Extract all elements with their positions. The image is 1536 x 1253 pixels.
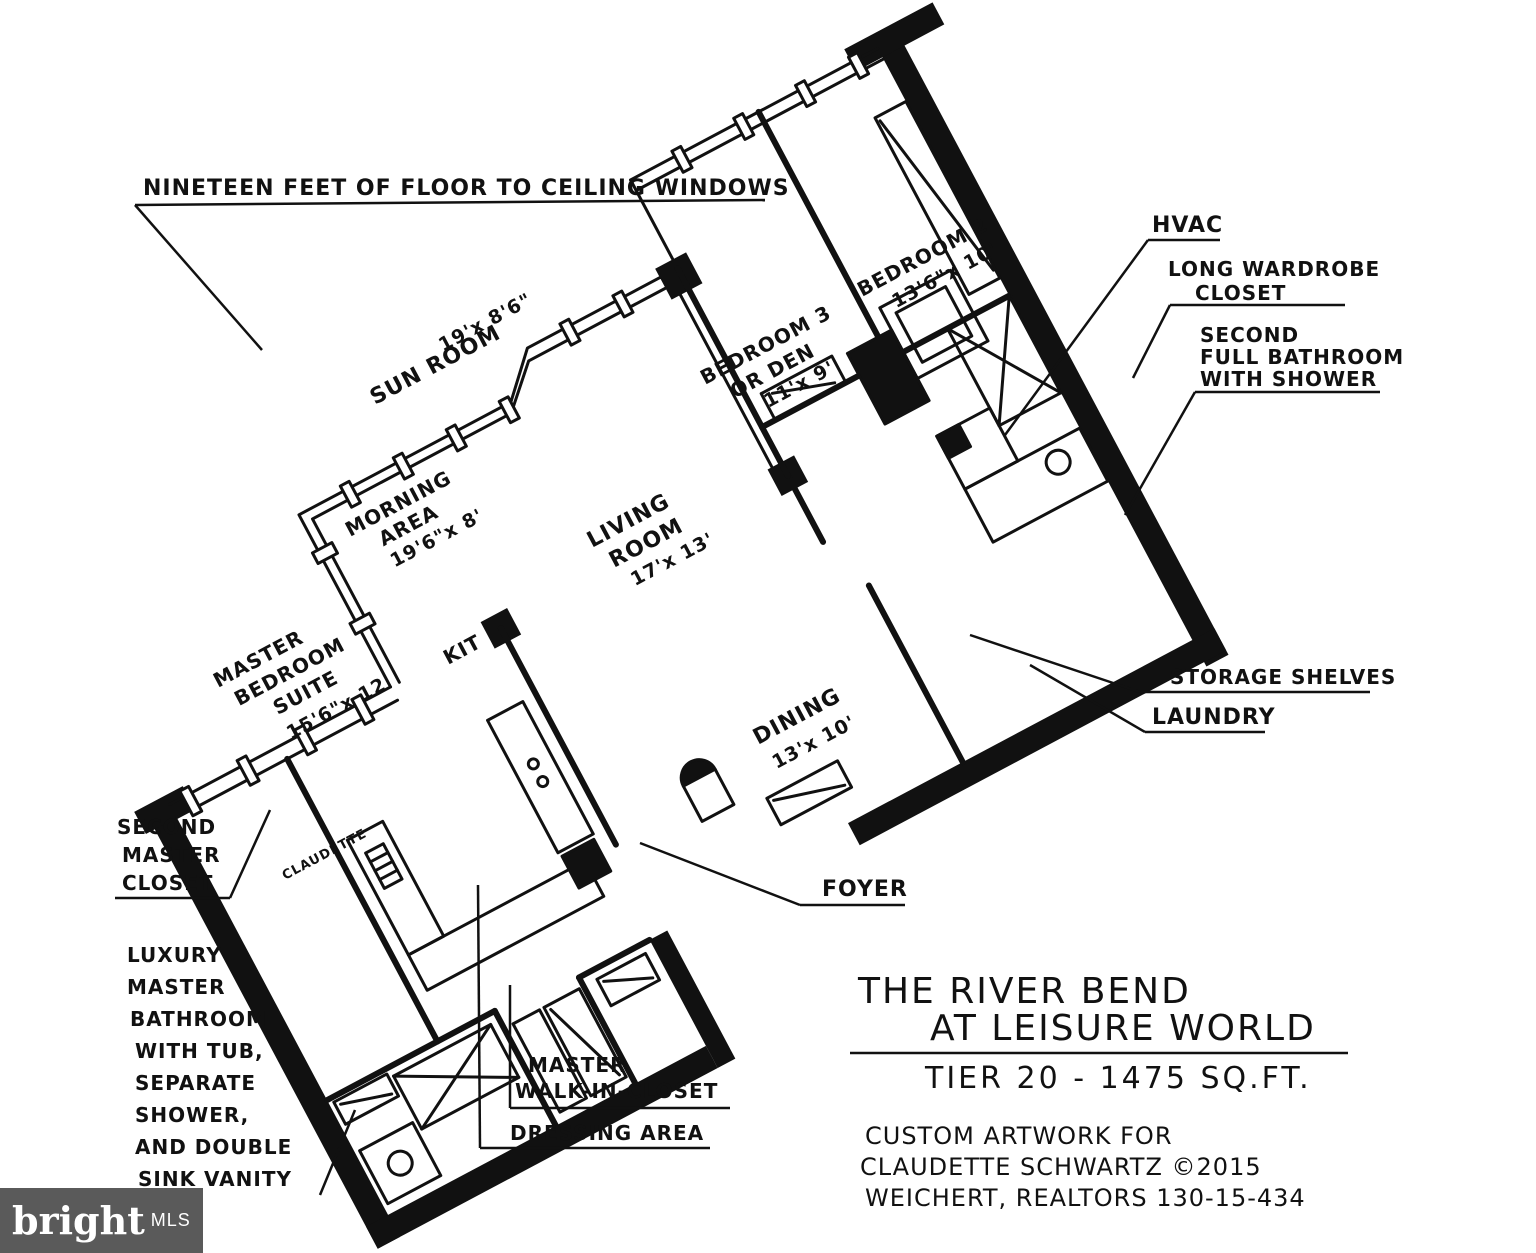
hvac-callout: HVAC <box>1152 213 1223 238</box>
floor-plan <box>134 2 1229 1249</box>
foyer-callout: FOYER <box>822 877 908 902</box>
luxury-bath-line2: MASTER <box>127 975 226 999</box>
long-wardrobe-line1: LONG WARDROBE <box>1168 257 1380 281</box>
title-line2: AT LEISURE WORLD <box>930 1008 1316 1049</box>
column-blocks <box>480 252 809 649</box>
dressing-callout: DRESSING AREA <box>510 1121 704 1145</box>
credit-line2: CLAUDETTE SCHWARTZ ©2015 <box>860 1153 1262 1181</box>
leader-lines <box>115 198 1380 1196</box>
interior-walls <box>284 108 1013 1129</box>
tier-line: TIER 20 - 1475 SQ.FT. <box>924 1061 1312 1096</box>
luxury-bath-line3: BATHROOM <box>130 1007 267 1031</box>
credit-line1: CUSTOM ARTWORK FOR <box>865 1122 1173 1150</box>
long-wardrobe-line2: CLOSET <box>1195 281 1286 305</box>
title-block: THE RIVER BEND AT LEISURE WORLD TIER 20 … <box>850 971 1348 1212</box>
windows-callout: NINETEEN FEET OF FLOOR TO CEILING WINDOW… <box>143 176 790 201</box>
kitchen-label: KIT <box>439 630 485 670</box>
credit-line3: WEICHERT, REALTORS 130-15-434 <box>865 1184 1306 1212</box>
second-master-closet-line2: MASTER <box>122 843 221 867</box>
luxury-bath-line7: AND DOUBLE <box>135 1135 292 1159</box>
round-column <box>679 758 736 823</box>
walk-in-line2: WALK-IN-CLOSET <box>515 1079 718 1103</box>
luxury-bath-line1: LUXURY <box>127 943 222 967</box>
window-wall <box>168 46 885 820</box>
luxury-bath-line4: WITH TUB, <box>135 1039 264 1063</box>
second-bath-line1: SECOND <box>1200 323 1299 347</box>
storage-callout: STORAGE SHELVES <box>1170 665 1396 689</box>
master-suite-fixtures <box>332 759 854 1206</box>
kitchen <box>345 700 613 992</box>
title-line1: THE RIVER BEND <box>857 971 1191 1012</box>
luxury-bath-line5: SEPARATE <box>135 1071 256 1095</box>
second-master-closet-line1: SECOND <box>117 815 216 839</box>
watermark-suffix: MLS <box>150 1210 191 1230</box>
second-master-closet-line3: CLOSET <box>122 871 213 895</box>
second-bath-line3: WITH SHOWER <box>1200 367 1377 391</box>
window-mullions <box>178 51 871 818</box>
watermark-brand: bright <box>12 1198 145 1243</box>
second-bath-line2: FULL BATHROOM <box>1200 345 1404 369</box>
laundry-callout: LAUNDRY <box>1152 705 1276 730</box>
luxury-bath-line8: SINK VANITY <box>138 1167 292 1191</box>
luxury-bath-line6: SHOWER, <box>135 1103 249 1127</box>
bright-mls-watermark: bright MLS <box>0 1188 203 1253</box>
walk-in-line1: MASTER <box>528 1053 627 1077</box>
callout-labels: NINETEEN FEET OF FLOOR TO CEILING WINDOW… <box>117 176 1404 1191</box>
closets-hvac <box>759 99 1110 544</box>
